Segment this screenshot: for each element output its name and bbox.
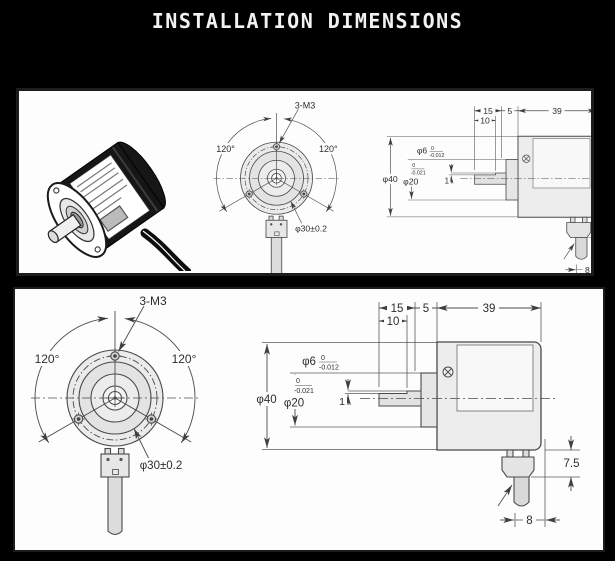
detail-panel bbox=[13, 287, 605, 552]
photo-cable-highlight bbox=[142, 230, 186, 271]
encoder-product-photo bbox=[46, 141, 191, 271]
photo-face-screw-bottom bbox=[94, 246, 101, 253]
photo-shaft-end bbox=[47, 230, 59, 244]
photo-label-text-lines bbox=[76, 162, 129, 233]
page-title: INSTALLATION DIMENSIONS bbox=[151, 9, 464, 33]
overview-panel bbox=[16, 88, 594, 276]
detail-dimension-drawing bbox=[15, 289, 603, 550]
photo-face-screw-top bbox=[53, 187, 60, 194]
